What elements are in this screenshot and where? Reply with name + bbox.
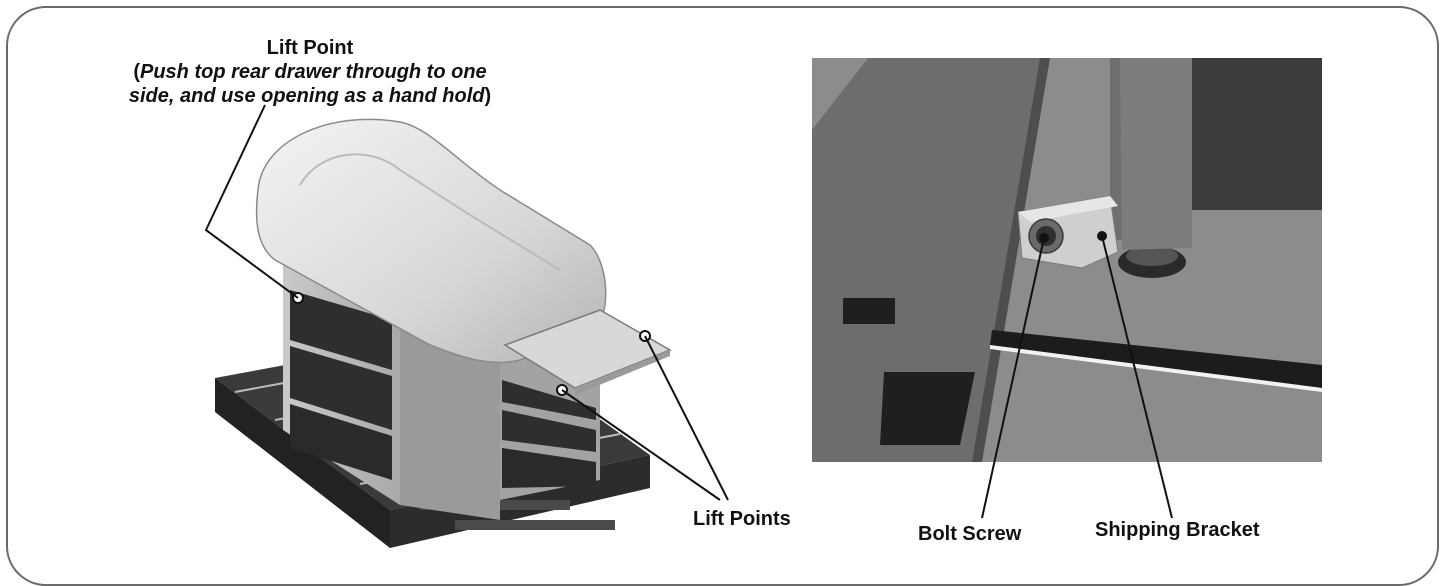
leader-lines-right (981, 235, 1173, 519)
shipping-bracket-top (1018, 196, 1118, 222)
lift-point-note-line1: (Push top rear drawer through to one (133, 61, 487, 83)
lift-point-note-line2: side, and use opening as a hand hold) (128, 85, 492, 107)
caster-wheel-hub (1126, 246, 1178, 266)
left-drawers (290, 290, 392, 480)
lift-point-title: Lift Point (266, 37, 354, 59)
cushion-contour (299, 153, 561, 271)
leader-lines-left (204, 104, 729, 501)
dark-block-large (880, 372, 975, 445)
horizontal-stripe (990, 330, 1322, 388)
right-drawers (502, 380, 596, 488)
table-leg (1120, 58, 1192, 250)
horizontal-stripe-light (990, 345, 1322, 392)
pallet-front-face (215, 378, 390, 548)
table-top-cushion (255, 118, 607, 364)
dark-block-small (843, 298, 895, 324)
illustration (204, 58, 1322, 548)
bracket-closeup (812, 58, 1322, 462)
bolt-screw-label: Bolt Screw (918, 523, 1022, 545)
pull-out-shelf-edge (575, 350, 670, 395)
exam-table-on-pallet (215, 118, 672, 548)
lift-points-label: Lift Points (693, 508, 791, 530)
left-beam-edge (972, 58, 1050, 462)
shipping-bracket-label: Shipping Bracket (1095, 519, 1260, 541)
lift-point-label: Lift Point (Push top rear drawer through… (90, 36, 530, 108)
